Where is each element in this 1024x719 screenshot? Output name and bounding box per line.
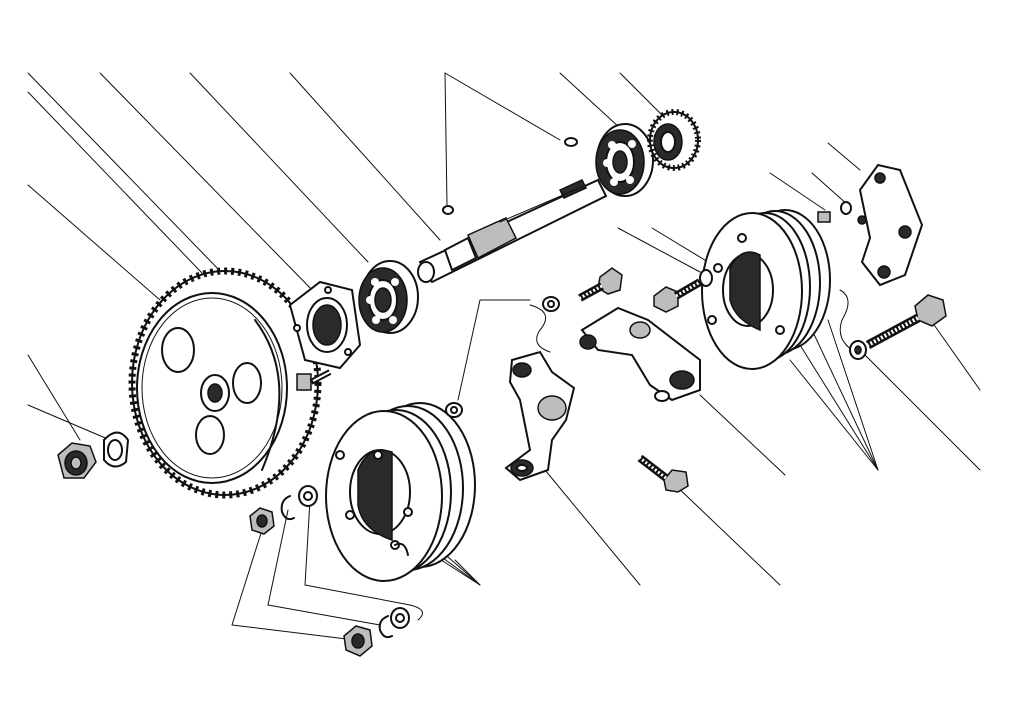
spring-bracket xyxy=(857,163,924,287)
leader-lines-right xyxy=(789,289,981,471)
roller-bearing xyxy=(647,109,701,171)
lock-washer xyxy=(103,431,130,468)
shaft xyxy=(417,178,608,284)
gear-nut xyxy=(57,442,97,479)
leader-lines-top xyxy=(444,72,861,273)
ball-bearing-right xyxy=(595,123,654,197)
small-screw-top xyxy=(817,201,852,223)
flange-bearing-housing xyxy=(288,280,362,370)
mounting-bolt-right xyxy=(849,294,947,360)
shaft-key xyxy=(442,205,454,215)
drive-gear xyxy=(128,267,322,499)
nuts xyxy=(249,507,373,657)
weight-arm-left xyxy=(504,350,576,482)
woodruff-key xyxy=(564,137,578,147)
circlips xyxy=(280,495,393,639)
weight-arm-right xyxy=(579,306,701,402)
centrifugal-weight-right xyxy=(701,209,831,370)
flange-bolt xyxy=(296,369,332,391)
washers xyxy=(298,296,560,629)
pivot-bolt-long xyxy=(653,269,713,313)
leader-lines-bottom xyxy=(231,299,786,641)
cap-screw xyxy=(637,454,689,493)
ball-bearing-left xyxy=(358,260,419,334)
centrifugal-weight-left xyxy=(325,402,476,582)
pivot-bolt-short xyxy=(578,267,623,302)
